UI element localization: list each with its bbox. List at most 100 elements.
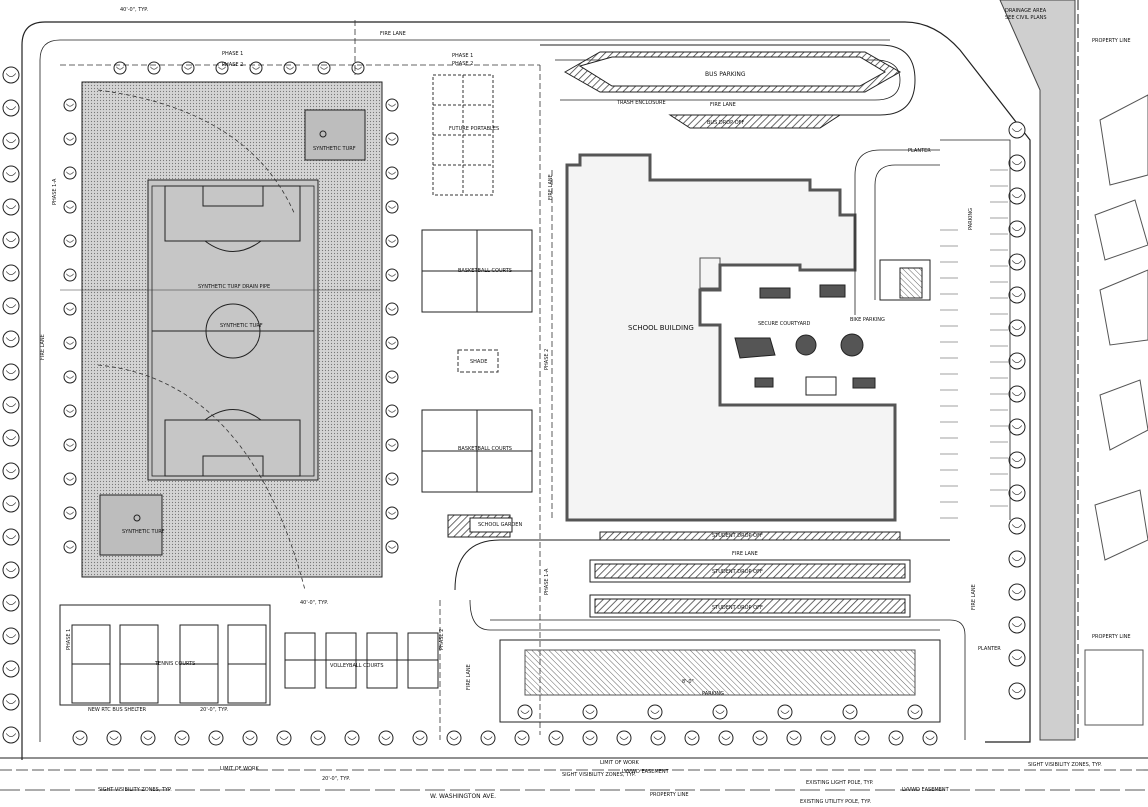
tree-mark <box>388 477 396 481</box>
tree <box>650 730 666 746</box>
tree-mark <box>388 443 396 447</box>
tree-mark <box>585 710 595 714</box>
label-fire-lane-bus: FIRE LANE <box>710 102 736 108</box>
tree <box>1008 385 1026 403</box>
tree-mark <box>755 736 765 740</box>
tree-mark <box>245 736 255 740</box>
label-phase-2-mid: PHASE 2 <box>452 61 473 67</box>
tree-mark <box>252 66 260 70</box>
label-dim-field: 40'-0", TYP. <box>300 600 329 606</box>
tree-mark <box>5 304 17 308</box>
label-drop-off-1: STUDENT DROP OFF <box>712 533 763 539</box>
tree-mark <box>66 171 74 175</box>
bus-parking-loop <box>540 44 916 129</box>
label-planter-ne: PLANTER <box>908 148 931 154</box>
tree-mark <box>143 736 153 740</box>
label-phase-2-sw: PHASE 2 <box>439 629 445 650</box>
tree-mark <box>388 511 396 515</box>
tree <box>1008 253 1026 271</box>
tree <box>1008 484 1026 502</box>
tree <box>385 98 399 112</box>
label-parking-south: PARKING <box>702 691 724 697</box>
school-garden <box>447 514 513 538</box>
tree-mark <box>1011 359 1023 363</box>
tree <box>2 561 20 579</box>
tree-mark <box>66 137 74 141</box>
tree <box>2 264 20 282</box>
tree-mark <box>715 710 725 714</box>
tree <box>2 396 20 414</box>
label-washington-ave: W. WASHINGTON AVE. <box>430 793 496 800</box>
tree <box>147 61 161 75</box>
tree-mark <box>5 436 17 440</box>
tree-mark <box>66 477 74 481</box>
tree-mark <box>5 205 17 209</box>
tree <box>582 730 598 746</box>
label-volleyball-courts: VOLLEYBALL COURTS <box>330 663 384 669</box>
tree <box>922 730 938 746</box>
tree-mark <box>66 443 74 447</box>
drop-off-lanes <box>454 531 966 740</box>
tree <box>616 730 632 746</box>
tree <box>385 472 399 486</box>
label-fire-lane-sw: FIRE LANE <box>466 664 472 690</box>
tree <box>283 61 297 75</box>
tree-mark <box>1011 623 1023 627</box>
tree-mark <box>381 736 391 740</box>
tree <box>63 404 77 418</box>
tree-mark <box>721 736 731 740</box>
label-phase-2-top: PHASE 2 <box>222 62 243 68</box>
tree-mark <box>1011 491 1023 495</box>
label-phase-1-sw: PHASE 1 <box>66 629 72 650</box>
label-phase-1-mid: PHASE 1 <box>452 53 473 59</box>
tree <box>378 730 394 746</box>
tree-mark <box>845 710 855 714</box>
tree <box>2 66 20 84</box>
label-rtc-bus-shelter: NEW RTC BUS SHELTER <box>88 707 147 713</box>
tree-mark <box>449 736 459 740</box>
tree-mark <box>5 568 17 572</box>
tree <box>63 438 77 452</box>
label-property-line-s: PROPERTY LINE <box>650 792 689 798</box>
tree <box>63 268 77 282</box>
tree-mark <box>1011 590 1023 594</box>
tree <box>480 730 496 746</box>
tree <box>2 330 20 348</box>
plan-labels: DRAINAGE AREA SEE CIVIL PLANS PROPERTY L… <box>40 7 1131 805</box>
tree <box>412 730 428 746</box>
label-dim-street: 20'-0", TYP. <box>322 776 351 782</box>
tree-mark <box>286 66 294 70</box>
tree-mark <box>1011 194 1023 198</box>
tree-mark <box>551 736 561 740</box>
tree-mark <box>388 375 396 379</box>
tree <box>1008 352 1026 370</box>
tree <box>2 429 20 447</box>
label-turf-drain-pipe: SYNTHETIC TURF DRAIN PIPE <box>198 284 270 290</box>
tree-mark <box>109 736 119 740</box>
tree <box>2 462 20 480</box>
tree-mark <box>184 66 192 70</box>
tree <box>2 627 20 645</box>
tree <box>1008 616 1026 634</box>
soccer-field <box>60 81 383 591</box>
tree <box>854 730 870 746</box>
tree <box>63 370 77 384</box>
label-synthetic-turf-sw: SYNTHETIC TURF <box>122 529 165 535</box>
tree-mark <box>66 307 74 311</box>
tree <box>63 472 77 486</box>
tree <box>385 268 399 282</box>
basketball-courts-south <box>421 409 533 493</box>
tree <box>2 231 20 249</box>
tree <box>1008 319 1026 337</box>
tree-mark <box>1011 227 1023 231</box>
tree <box>2 693 20 711</box>
tree <box>2 726 20 744</box>
tree <box>317 61 331 75</box>
tree <box>63 234 77 248</box>
label-bus-parking: BUS PARKING <box>705 71 746 78</box>
tree-mark <box>5 502 17 506</box>
tree <box>242 730 258 746</box>
tree <box>385 200 399 214</box>
tree <box>2 363 20 381</box>
tree-mark <box>520 710 530 714</box>
